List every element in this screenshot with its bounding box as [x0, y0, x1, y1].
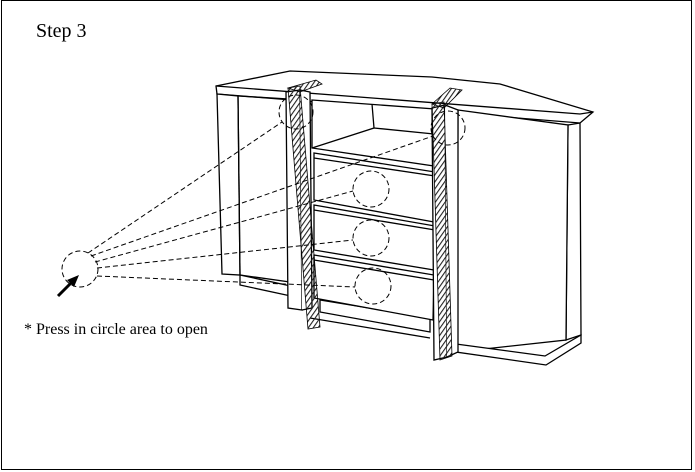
- press-circle-right-top: [430, 110, 466, 146]
- cabinet-left-side: [216, 93, 241, 276]
- press-circle-callout: [61, 250, 99, 288]
- step-title: Step 3: [36, 20, 87, 42]
- press-circle-drawer-1: [352, 170, 390, 208]
- right-door: [456, 109, 569, 353]
- press-circle-left-top: [278, 94, 314, 130]
- straps: [286, 79, 463, 361]
- arrow-icon: [56, 275, 79, 298]
- press-circle-drawer-2: [352, 219, 390, 257]
- instruction-note: * Press in circle area to open: [24, 321, 208, 338]
- press-circle-drawer-3: [354, 267, 392, 305]
- press-indicators: [61, 94, 466, 305]
- cabinet: [215, 70, 595, 366]
